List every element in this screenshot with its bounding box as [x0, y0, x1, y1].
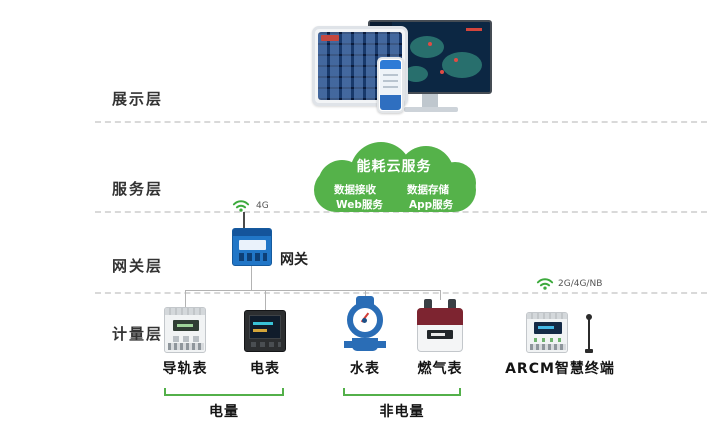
- layer-label-gateway: 网关层: [112, 257, 164, 275]
- cloud-service-item: 数据接收: [334, 184, 376, 196]
- group-label-electric: 电量: [209, 404, 239, 420]
- meter-display: [249, 315, 281, 339]
- layer-label-service: 服务层: [112, 180, 164, 198]
- layer-separator: [95, 121, 707, 123]
- cloud-shape: [314, 168, 476, 212]
- cloud-service-item: Web服务: [336, 199, 383, 211]
- map-marker-icon: [428, 42, 432, 46]
- arcm-wireless-label: 2G/4G/NB: [558, 279, 603, 289]
- device-body: [352, 338, 378, 351]
- monitor-stand: [422, 94, 438, 107]
- connector-line: [251, 266, 252, 290]
- meter-terminals: [530, 344, 566, 350]
- din-rail-meter-device: [164, 307, 206, 353]
- group-bracket-electric: [164, 388, 284, 396]
- gateway-ports: [239, 253, 267, 261]
- antenna-rod: [588, 318, 590, 349]
- meter-label-arcm: ARCM智慧终端: [505, 361, 615, 377]
- tablet-header-tile: [321, 35, 339, 41]
- phone-app-header: [380, 60, 401, 69]
- group-bracket-nonelectric: [343, 388, 461, 396]
- lcd-reading: [538, 326, 554, 329]
- connector-line: [440, 290, 441, 300]
- pipe: [424, 299, 432, 310]
- device-detail: [527, 313, 567, 319]
- device-detail: [165, 308, 205, 315]
- status-leds: [534, 338, 562, 342]
- gateway-device: [232, 228, 272, 266]
- arcm-terminal-device: [526, 312, 568, 353]
- phone-text-line: [383, 86, 398, 88]
- monitor-base: [404, 107, 458, 112]
- group-label-nonelectric: 非电量: [379, 404, 425, 420]
- layer-separator: [95, 292, 707, 294]
- energy-cloud-service: 能耗云服务 数据接收 数据存储 Web服务 App服务: [306, 140, 482, 216]
- power-meter-device: [244, 310, 286, 352]
- meter-buttons: [251, 342, 281, 347]
- gas-meter-device: [417, 299, 463, 353]
- connector-line: [185, 290, 186, 307]
- gateway-nameplate: [239, 240, 266, 250]
- wifi-icon: [232, 200, 250, 212]
- pipe: [448, 299, 456, 310]
- meter-lcd: [173, 320, 199, 331]
- gateway-label: 网关: [280, 252, 308, 268]
- meter-terminals: [168, 343, 204, 350]
- phone-app-chart: [380, 95, 401, 110]
- map-marker-icon: [454, 58, 458, 62]
- phone-app-body: [380, 69, 401, 95]
- display-reading: [253, 329, 267, 332]
- map-area: [404, 66, 428, 82]
- layer-label-metering: 计量层: [112, 325, 164, 343]
- meter-lcd: [534, 322, 562, 334]
- phone-device: [377, 57, 404, 113]
- connector-line: [265, 290, 266, 310]
- pipe: [377, 341, 386, 348]
- display-reading: [253, 322, 273, 325]
- meter-label-water: 水表: [350, 361, 380, 377]
- gateway-antenna-icon: [243, 212, 245, 228]
- lcd-reading: [177, 324, 193, 327]
- map-area: [410, 36, 444, 58]
- antenna-icon: [584, 314, 594, 353]
- phone-text-line: [383, 74, 398, 76]
- layer-label-presentation: 展示层: [112, 90, 164, 108]
- screen-headline: [466, 28, 482, 31]
- antenna-tip: [586, 314, 592, 320]
- device-detail: [417, 308, 463, 325]
- layer-separator: [95, 211, 707, 213]
- device-detail: [356, 296, 374, 306]
- meter-buttons: [173, 336, 199, 342]
- cloud-service-item: 数据存储: [407, 184, 449, 196]
- meter-label-gas: 燃气表: [417, 361, 463, 377]
- antenna-base: [585, 349, 593, 353]
- dial-hub: [362, 318, 367, 323]
- gateway-top-strip: [233, 229, 271, 236]
- cloud-service-item: App服务: [409, 199, 454, 211]
- meter-label-rail: 导轨表: [162, 361, 208, 377]
- wifi-icon: [536, 278, 554, 290]
- cloud-title: 能耗云服务: [356, 159, 432, 175]
- water-meter-device: [344, 296, 386, 354]
- connector-bus-line: [185, 290, 441, 291]
- connector-line: [365, 290, 366, 297]
- pipe: [344, 341, 353, 348]
- map-area: [442, 52, 482, 78]
- counter-digits: [431, 333, 445, 336]
- map-marker-icon: [440, 70, 444, 74]
- meter-label-power: 电表: [250, 361, 280, 377]
- phone-text-line: [383, 80, 398, 82]
- gateway-wireless-label: 4G: [256, 201, 269, 211]
